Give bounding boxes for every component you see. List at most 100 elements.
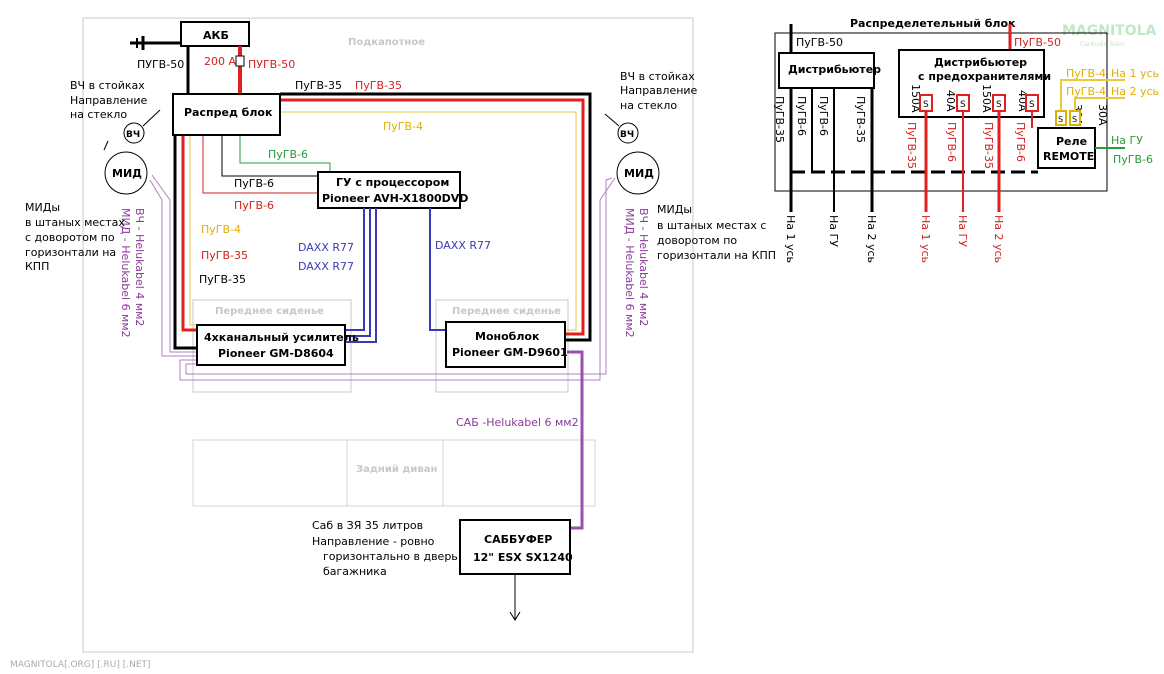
distributor-label: Дистрибьютер xyxy=(788,63,881,76)
hf-cable-label-left: ВЧ - Helukabel 4 мм2 xyxy=(133,208,146,326)
sub-note-3: горизонтально в дверь xyxy=(323,550,458,563)
mono-amp-box xyxy=(445,321,566,368)
mid-note-left-2: в штаных местах xyxy=(25,216,125,229)
svg-text:S: S xyxy=(996,100,1002,110)
battery-box xyxy=(180,21,250,47)
cable-p50-label: ПУГВ-50 xyxy=(137,58,184,71)
mid-right-label: МИД xyxy=(624,167,654,180)
dest-hu-red: На ГУ xyxy=(956,215,969,247)
subwoofer-label-1: САББУФЕР xyxy=(484,533,552,546)
hf-speaker-left xyxy=(123,122,145,144)
daxx-label-3: DAXX R77 xyxy=(435,239,491,252)
daxx-label-1: DAXX R77 xyxy=(298,241,354,254)
mid-speaker-left xyxy=(104,151,148,195)
dist-block-box xyxy=(172,93,281,136)
logo-sub: CarAudio Team xyxy=(1080,41,1125,48)
cable-p35-left-red-label: ПуГВ-35 xyxy=(201,249,248,262)
right-p50-red-label: ПуГВ-50 xyxy=(1014,36,1061,49)
hf-speaker-right xyxy=(617,122,639,144)
fuse-30a-2: 30А S xyxy=(1069,104,1109,126)
amp-4ch-box xyxy=(196,324,346,366)
mid-speaker-right xyxy=(616,151,660,195)
amp-4ch-label-1: 4хканальный усилитель xyxy=(204,331,359,344)
car-outline xyxy=(82,17,694,653)
hf-note-right-1: ВЧ в стойках xyxy=(620,70,695,83)
front-seat-right xyxy=(435,299,569,393)
right-wire-mid-1: ПуГВ-35 xyxy=(905,122,918,169)
svg-text:40А: 40А xyxy=(944,90,957,112)
hf-note-left-2: Направление xyxy=(70,94,148,107)
mid-note-right-1: МИДы xyxy=(657,203,692,216)
front-seat-left-label: Переднее сиденье xyxy=(215,306,324,317)
right-wire-left-2: ПуГВ-6 xyxy=(795,96,808,136)
battery-label: АКБ xyxy=(203,29,229,42)
subwoofer-label-2: 12" ESX SX1240 xyxy=(473,551,573,564)
dist-block-label: Распред блок xyxy=(184,106,273,119)
fused-distributor-label-2: с предохранителями xyxy=(918,70,1051,83)
mid-cable-label-right: МИД - Helukabel 6 мм2 xyxy=(623,208,636,338)
rear-seat-label: Задний диван xyxy=(356,464,437,475)
relay-p4-label-1: ПуГВ-4 xyxy=(1066,67,1106,80)
cable-p35-red-label: ПуГВ-35 xyxy=(355,79,402,92)
sub-cable-label: САБ -Helukabel 6 мм2 xyxy=(456,416,579,429)
hf-note-right-3: на стекло xyxy=(620,99,677,112)
right-wire-mid-3: ПуГВ-35 xyxy=(982,122,995,169)
hf-left-label: ВЧ xyxy=(126,130,140,140)
svg-text:S: S xyxy=(923,100,929,110)
fused-distributor-label-1: Дистрибьютер xyxy=(934,56,1027,69)
amp-4ch-label-2: Pioneer GM-D8604 xyxy=(218,347,334,360)
cable-p4-left-label: ПуГВ-4 xyxy=(201,223,241,236)
svg-text:150А: 150А xyxy=(909,84,922,113)
sub-note-1: Саб в ЗЯ 35 литров xyxy=(312,519,423,532)
cable-p50-red-label: ПУГВ-50 xyxy=(248,58,295,71)
dest-hu-black: На ГУ xyxy=(827,215,840,247)
right-wire-left-4: ПуГВ-35 xyxy=(854,96,867,143)
relay-p6-label: ПуГВ-6 xyxy=(1113,153,1153,166)
head-unit-label-1: ГУ с процессором xyxy=(336,176,449,189)
footer: MAGNITOLA[.ORG] [.RU] [.NET] xyxy=(10,660,151,670)
head-unit-label-2: Pioneer AVH-X1800DVD xyxy=(322,192,468,205)
daxx-label-2: DAXX R77 xyxy=(298,260,354,273)
fuse-150a-1: 150А S xyxy=(909,84,933,113)
dest-2amp-red: На 2 усь xyxy=(992,215,1005,263)
logo: MAGNITOLA xyxy=(1062,23,1157,39)
mid-note-left-1: МИДы xyxy=(25,201,60,214)
relay-label-1: Реле xyxy=(1056,135,1087,148)
distributor-box xyxy=(778,52,875,89)
mid-note-right-3: доворотом по xyxy=(657,234,737,247)
right-wire-left-3: ПуГВ-6 xyxy=(817,96,830,136)
mono-amp-label-1: Моноблок xyxy=(475,330,540,343)
mid-left-label: МИД xyxy=(112,167,142,180)
right-wire-left-1: ПуГВ-35 xyxy=(773,96,786,143)
sub-note-2: Направление - ровно xyxy=(312,535,435,548)
fuse-200 xyxy=(235,55,245,67)
front-seat-left xyxy=(192,299,352,393)
svg-text:S: S xyxy=(1072,115,1077,124)
mono-amp-label-2: Pioneer GM-D9601 xyxy=(452,346,568,359)
mid-cable-label-left: МИД - Helukabel 6 мм2 xyxy=(119,208,132,338)
dest-1amp-red: На 1 усь xyxy=(919,215,932,263)
relay-box xyxy=(1037,127,1096,169)
relay-to-2amp: На 2 усь xyxy=(1111,85,1159,98)
hf-note-left-1: ВЧ в стойках xyxy=(70,79,145,92)
cable-p4-top-label: ПуГВ-4 xyxy=(383,120,423,133)
head-unit-box xyxy=(317,171,461,209)
cable-p35-black-label: ПуГВ-35 xyxy=(295,79,342,92)
hf-right-label: ВЧ xyxy=(620,130,634,140)
right-block-outline xyxy=(774,32,1108,192)
mid-note-left-4: горизонтали на xyxy=(25,246,116,259)
mid-note-right-2: в штаных местах с xyxy=(657,219,766,232)
cable-p35-left-black-label: ПуГВ-35 xyxy=(199,273,246,286)
svg-text:S: S xyxy=(1029,100,1035,110)
right-title: Распределетельный блок xyxy=(850,17,1016,30)
front-seat-right-label: Переднее сиденье xyxy=(452,306,561,317)
fuse-40a-2: 40А S xyxy=(1016,90,1039,112)
fuse-150a-2: 150А S xyxy=(980,84,1006,113)
relay-to-hu: На ГУ xyxy=(1111,134,1143,147)
relay-p4-label-2: ПуГВ-4 xyxy=(1066,85,1106,98)
cable-p6-red-label: ПуГВ-6 xyxy=(234,199,274,212)
dest-1amp-black: На 1 усь xyxy=(784,215,797,263)
svg-text:150А: 150А xyxy=(980,84,993,113)
subwoofer-box xyxy=(459,519,571,575)
